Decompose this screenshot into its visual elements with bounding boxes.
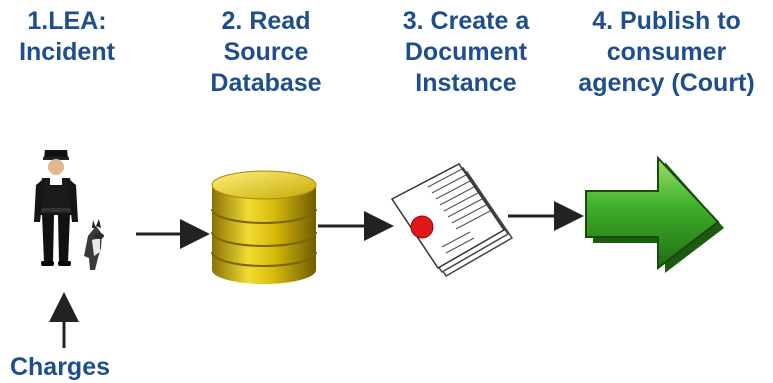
step-4-title: 4. Publish to consumer agency (Court) xyxy=(578,7,755,97)
police-officer-with-dog-icon xyxy=(34,150,104,270)
charges-label: Charges xyxy=(9,353,111,381)
step-3-title: 3. Create a Document Instance xyxy=(402,7,530,97)
green-arrow-icon xyxy=(585,155,724,273)
step-2-title: 2. Read Source Database xyxy=(210,7,322,97)
document-with-seal-icon xyxy=(390,163,514,278)
database-icon xyxy=(211,170,317,284)
step-1-title: 1.LEA: Incident xyxy=(19,7,115,66)
